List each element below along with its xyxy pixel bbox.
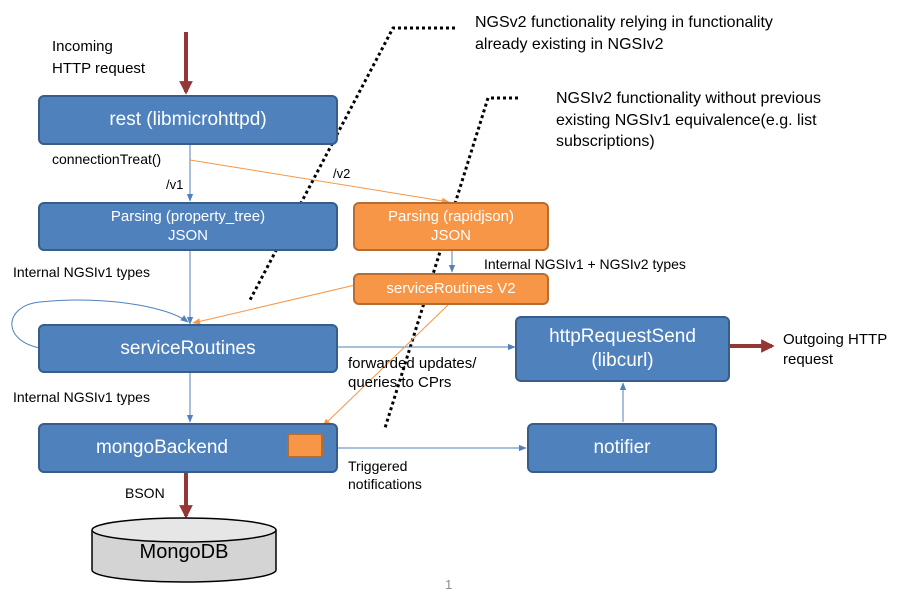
callout-without-line3: subscriptions) <box>556 133 655 151</box>
incoming-request-line2: HTTP request <box>52 59 146 77</box>
http-request-send-box: httpRequestSend (libcurl) <box>515 316 730 382</box>
service-routines-v2-box: serviceRoutines V2 <box>353 273 549 305</box>
triggered-notifications-line2: notifications <box>348 476 422 493</box>
parsing-v2-title: Parsing (rapidjson) <box>388 207 514 225</box>
callout-relying-line2: already existing in NGSIv2 <box>475 35 664 53</box>
parsing-v2-box: Parsing (rapidjson) JSON <box>353 202 549 251</box>
callout-without-line1: NGSIv2 functionality without previous <box>556 90 822 107</box>
connection-treat-label: connectionTreat() <box>52 151 162 167</box>
mongo-backend-v2-marker <box>287 433 323 458</box>
service-routines-v2-label: serviceRoutines V2 <box>386 279 516 297</box>
notifier-label: notifier <box>593 437 651 459</box>
callout-leader-relying <box>248 26 455 301</box>
service-routines-v2-to-mongo-backend-arrow <box>322 304 449 427</box>
v2-route-label: /v2 <box>333 166 351 181</box>
notifier-box: notifier <box>527 423 717 473</box>
rest-to-parsing-v2-arrow <box>189 159 450 205</box>
parsing-v1-title: Parsing (property_tree) <box>110 207 266 225</box>
service-routines-label: serviceRoutines <box>120 337 256 359</box>
callout-relying-note: NGSv2 functionality relying in functiona… <box>475 12 773 55</box>
v1-route-label: /v1 <box>166 177 184 192</box>
rest-box: rest (libmicrohttpd) <box>38 95 338 145</box>
service-routines-box: serviceRoutines <box>38 324 338 373</box>
internal-v1-types-bottom-label: Internal NGSIv1 types <box>13 389 150 405</box>
rest-box-label: rest (libmicrohttpd) <box>109 109 267 131</box>
outgoing-request-line2: request <box>783 350 834 368</box>
callout-without-line2: existing NGSIv1 equivalence(e.g. list <box>556 111 817 129</box>
service-routines-v2-to-service-routines-arrow <box>192 284 356 325</box>
http-request-send-subtitle: (libcurl) <box>591 350 654 371</box>
outgoing-request-label: Outgoing HTTP request <box>783 330 887 369</box>
outgoing-request-line1: Outgoing HTTP <box>783 331 888 348</box>
bson-label: BSON <box>125 485 165 501</box>
slide-number: 1 <box>445 577 453 592</box>
forwarded-updates-label: forwarded updates/ queries to CPrs <box>348 355 476 393</box>
forwarded-updates-line2: queries to CPrs <box>348 373 452 391</box>
incoming-request-label: Incoming HTTP request <box>52 36 145 80</box>
http-request-send-title: httpRequestSend <box>549 326 696 348</box>
parsing-v1-subtitle: JSON <box>167 226 208 244</box>
callout-without-note: NGSIv2 functionality without previous ex… <box>556 88 821 153</box>
triggered-notifications-label: Triggered notifications <box>348 457 422 493</box>
triggered-notifications-line1: Triggered <box>348 458 408 474</box>
service-routines-loop-arrow <box>11 299 189 349</box>
mongodb-cylinder-icon <box>91 517 277 583</box>
mongodb-label: MongoDB <box>139 541 229 563</box>
parsing-v1-box: Parsing (property_tree) JSON <box>38 202 338 251</box>
mongo-backend-box: mongoBackend <box>38 423 338 473</box>
callout-leader-without <box>383 96 518 429</box>
mongo-backend-label: mongoBackend <box>95 437 229 459</box>
forwarded-updates-line1: forwarded updates/ <box>348 355 477 372</box>
internal-v1-types-top-label: Internal NGSIv1 types <box>13 264 150 280</box>
parsing-v2-subtitle: JSON <box>430 226 471 244</box>
internal-v1-v2-types-label: Internal NGSIv1 + NGSIv2 types <box>484 256 686 272</box>
incoming-request-line1: Incoming <box>52 38 113 55</box>
callout-relying-line1: NGSv2 functionality relying in functiona… <box>475 14 773 31</box>
